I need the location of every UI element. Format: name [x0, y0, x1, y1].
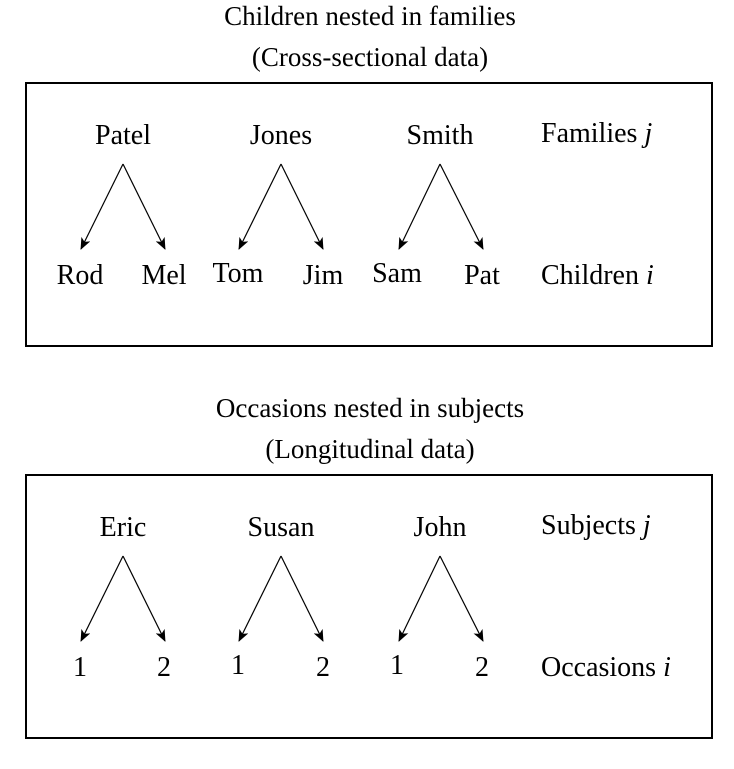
arrow-john-1 — [398, 555, 441, 642]
level1-label: Occasions i — [541, 652, 671, 683]
level1-label: Children i — [541, 260, 654, 291]
level2-label: Subjects j — [541, 510, 651, 541]
panel-2-arrows — [80, 555, 484, 642]
panel-1-arrows — [80, 163, 484, 250]
child-rod: Rod — [56, 260, 104, 291]
arrow-susan-1 — [238, 555, 282, 642]
child-pat: Pat — [464, 260, 500, 291]
arrow-smith-sam — [398, 163, 441, 250]
arrow-john-2 — [439, 555, 484, 642]
child-sam: Sam — [372, 258, 422, 289]
subject-susan: Susan — [247, 512, 315, 543]
arrow-eric-2 — [122, 555, 166, 642]
panel-1-subtitle: (Cross-sectional data) — [251, 42, 489, 72]
arrow-susan-2 — [280, 555, 324, 642]
level2-label: Families j — [541, 118, 653, 149]
occasion-eric-2: 2 — [157, 652, 171, 683]
occasion-susan-2: 2 — [316, 652, 330, 683]
arrow-patel-mel — [122, 163, 166, 250]
arrow-patel-rod — [80, 163, 124, 250]
occasion-eric-1: 1 — [73, 652, 87, 683]
arrow-jones-tom — [238, 163, 282, 250]
occasion-john-1: 1 — [390, 650, 404, 681]
arrow-eric-1 — [80, 555, 124, 642]
occasion-john-2: 2 — [475, 652, 489, 683]
panel-2-box: Eric Susan John Subjects j 1 2 1 2 1 2 O… — [25, 474, 713, 739]
family-smith: Smith — [406, 120, 474, 151]
occasion-susan-1: 1 — [231, 650, 245, 681]
panel-1-title: Children nested in families — [224, 1, 516, 31]
arrow-smith-pat — [439, 163, 484, 250]
child-mel: Mel — [141, 260, 187, 291]
subject-eric: Eric — [99, 512, 147, 543]
panel-1-box: Patel Jones Smith Families j Rod Mel Tom… — [25, 82, 713, 347]
family-jones: Jones — [249, 120, 313, 151]
arrow-jones-jim — [280, 163, 324, 250]
subject-john: John — [413, 512, 467, 543]
panel-2-title: Occasions nested in subjects — [215, 393, 525, 423]
child-tom: Tom — [212, 258, 264, 289]
family-patel: Patel — [95, 120, 151, 151]
child-jim: Jim — [302, 260, 344, 291]
panel-2-subtitle: (Longitudinal data) — [265, 434, 475, 464]
